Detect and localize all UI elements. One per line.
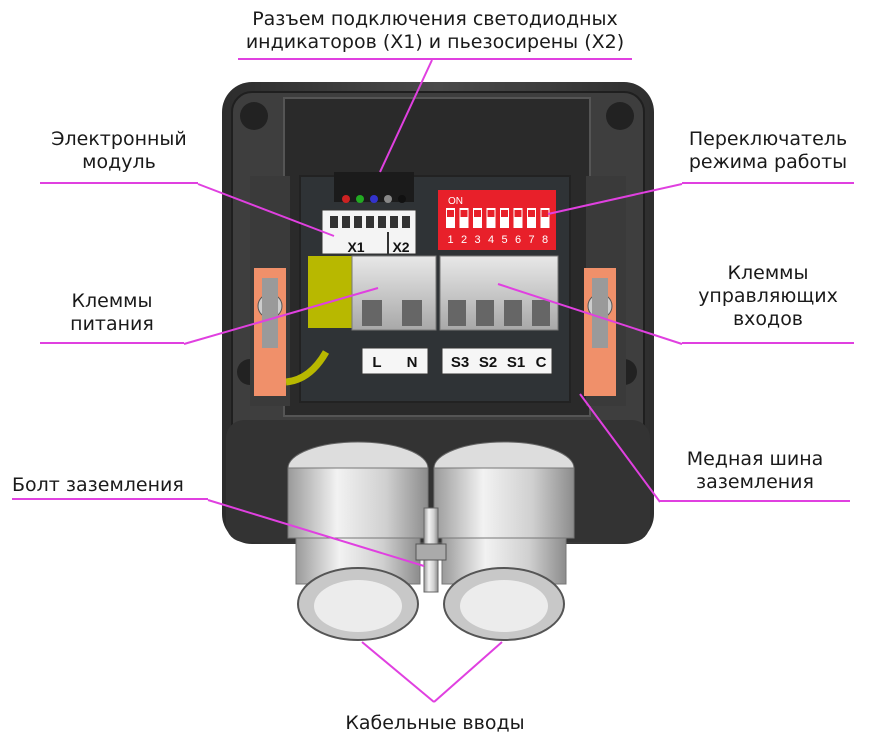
term-n-label: N [407, 354, 418, 371]
dip-on-label: ON [448, 196, 463, 207]
dip-lever-6 [513, 208, 523, 228]
connector-label-line1: Разъем подключения светодиодных [252, 8, 618, 30]
dip-number-3: 3 [474, 234, 480, 246]
corner-screw-tl [240, 102, 268, 130]
cable-gland-left [287, 441, 429, 641]
control-terminals-label: Клеммы управляющих входов [682, 262, 854, 331]
callout-power [183, 287, 379, 345]
connector-underline [238, 58, 632, 60]
dip-knob-8 [541, 210, 549, 217]
dip-lever-5 [500, 208, 509, 228]
callout-gland-right [433, 641, 503, 703]
callout-bolt [207, 499, 425, 567]
dip-lever-2 [459, 208, 469, 228]
dip-lever-4 [486, 208, 496, 228]
ground-bus-label: Медная шина заземления [660, 448, 850, 494]
dip-knob-7 [528, 210, 535, 217]
connector-label-line2: индикаторов (X1) и пьезосирены (X2) [245, 31, 625, 53]
callout-control [497, 283, 683, 345]
callout-module [197, 183, 335, 237]
power-label-line1: Клеммы [71, 290, 153, 312]
dip-lever-8 [540, 208, 550, 228]
dip-number-6: 6 [515, 234, 521, 246]
dip-knob-5 [501, 210, 508, 217]
dip-lever-7 [527, 208, 536, 228]
bus-underline [660, 500, 850, 502]
dip-number-2: 2 [461, 234, 467, 246]
callout-gland-left [361, 641, 435, 703]
term-s1-label: S1 [507, 354, 525, 371]
cable-gland-right [433, 441, 575, 641]
power-label-line2: питания [70, 313, 154, 335]
ground-bolt [415, 507, 447, 593]
callout-lines [183, 59, 683, 703]
callout-connector [379, 59, 433, 173]
dip-number-7: 7 [528, 234, 534, 246]
term-l-label: L [372, 354, 381, 371]
x2-label: X2 [392, 239, 409, 255]
dip-number-1: 1 [447, 234, 453, 246]
term-s3-label: S3 [451, 354, 469, 371]
control-underline [682, 342, 854, 344]
cable-glands-label: Кабельные вводы [345, 712, 525, 734]
dip-number-4: 4 [488, 234, 494, 246]
control-label-line1: Клеммы [727, 262, 809, 284]
ground-wire [285, 350, 330, 386]
dip-knob-1 [447, 210, 454, 217]
switch-underline [682, 182, 854, 184]
module-label-line2: модуль [82, 151, 156, 173]
term-c-label: C [536, 354, 547, 371]
callout-bus [579, 393, 661, 503]
dip-knob-3 [474, 210, 481, 217]
bus-label-line2: заземления [696, 471, 814, 493]
dip-knob-6 [514, 210, 522, 217]
switch-label-line2: режима работы [688, 151, 848, 173]
dip-lever-3 [473, 208, 482, 228]
power-terminals-label: Клеммы питания [40, 290, 184, 336]
dip-knob-2 [460, 210, 468, 217]
copper-ground-bus [254, 268, 616, 396]
terminal-block [308, 255, 559, 331]
bolt-underline [12, 498, 208, 500]
ground-bolt-label: Болт заземления [12, 474, 184, 496]
dip-number-5: 5 [501, 234, 507, 246]
callout-switch [547, 183, 683, 215]
term-s2-label: S2 [479, 354, 497, 371]
dip-knob-4 [487, 210, 495, 217]
power-underline [40, 342, 184, 344]
switch-label-line1: Переключатель [688, 128, 848, 150]
connector-label: Разъем подключения светодиодных индикато… [238, 8, 632, 54]
x1-label: X1 [347, 239, 364, 255]
module-underline [40, 182, 198, 184]
bus-label-line1: Медная шина [686, 448, 824, 470]
corner-screw-tr [606, 102, 634, 130]
dip-lever-1 [446, 208, 455, 228]
switch-label: Переключатель режима работы [682, 128, 854, 174]
control-label-line3: входов [732, 308, 804, 330]
module-label: Электронный модуль [40, 128, 198, 174]
control-label-line2: управляющих [698, 285, 838, 307]
dip-number-8: 8 [542, 234, 548, 246]
module-label-line1: Электронный [51, 128, 187, 150]
